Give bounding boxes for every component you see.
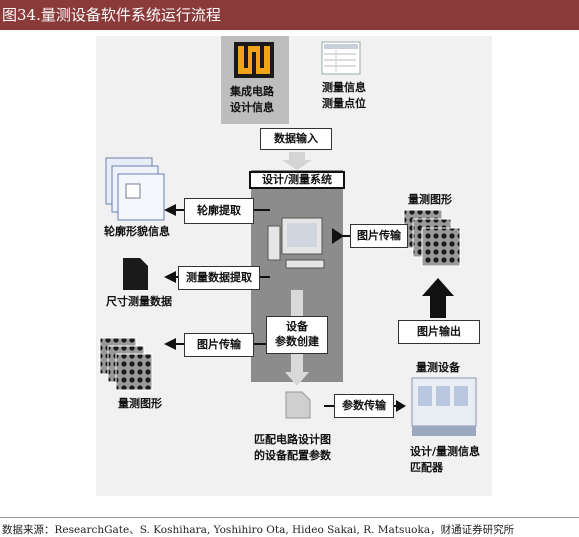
arrow-measure-data — [164, 271, 176, 283]
measure-device-icon — [411, 377, 477, 436]
image-transfer-right-box: 图片传输 — [350, 224, 408, 248]
arrow-data-input — [282, 152, 312, 170]
measure-graph-left-label: 量测图形 — [118, 397, 162, 410]
output-doc-icon — [285, 391, 311, 419]
file-icon — [123, 258, 148, 290]
contour-extract-box: 轮廓提取 — [184, 198, 254, 224]
param-transfer-box: 参数传输 — [334, 394, 394, 418]
measure-pattern-right-icon — [403, 209, 461, 267]
image-transfer-left-box: 图片传输 — [184, 333, 254, 357]
system-title-box: 设计/测量系统 — [249, 171, 345, 189]
source-note: 数据来源：ResearchGate、S. Koshihara, Yoshihir… — [0, 517, 579, 537]
document-icon — [321, 41, 361, 75]
chip-icon — [234, 42, 274, 78]
match-output-label: 匹配电路设计图 的设备配置参数 — [254, 433, 331, 462]
arrow-image-output — [422, 278, 454, 318]
measure-data-extract-box: 测量数据提取 — [178, 266, 260, 290]
computer-icon — [267, 217, 325, 269]
param-create-box: 设备 参数创建 — [266, 316, 328, 354]
arrow-image-left — [164, 338, 176, 350]
arrow-param-transfer — [396, 400, 406, 412]
page-title: 图34.量测设备软件系统运行流程 — [0, 0, 579, 30]
measure-pattern-left-icon — [99, 337, 153, 391]
matcher-label: 设计/量测信息 匹配器 — [410, 445, 481, 474]
contour-info-label: 轮廓形貌信息 — [104, 225, 170, 238]
measure-device-label: 量测设备 — [416, 361, 460, 374]
data-input-box: 数据输入 — [260, 128, 332, 150]
size-measure-data-label: 尺寸测量数据 — [106, 295, 172, 308]
arrow-contour — [164, 204, 176, 216]
contour-layers-icon — [105, 157, 165, 221]
image-output-box: 图片输出 — [398, 320, 480, 344]
measure-info-label: 测量信息 测量点位 — [322, 81, 366, 110]
ic-design-info-label: 集成电路 设计信息 — [230, 85, 274, 114]
measure-graph-right-label: 量测图形 — [408, 193, 452, 206]
